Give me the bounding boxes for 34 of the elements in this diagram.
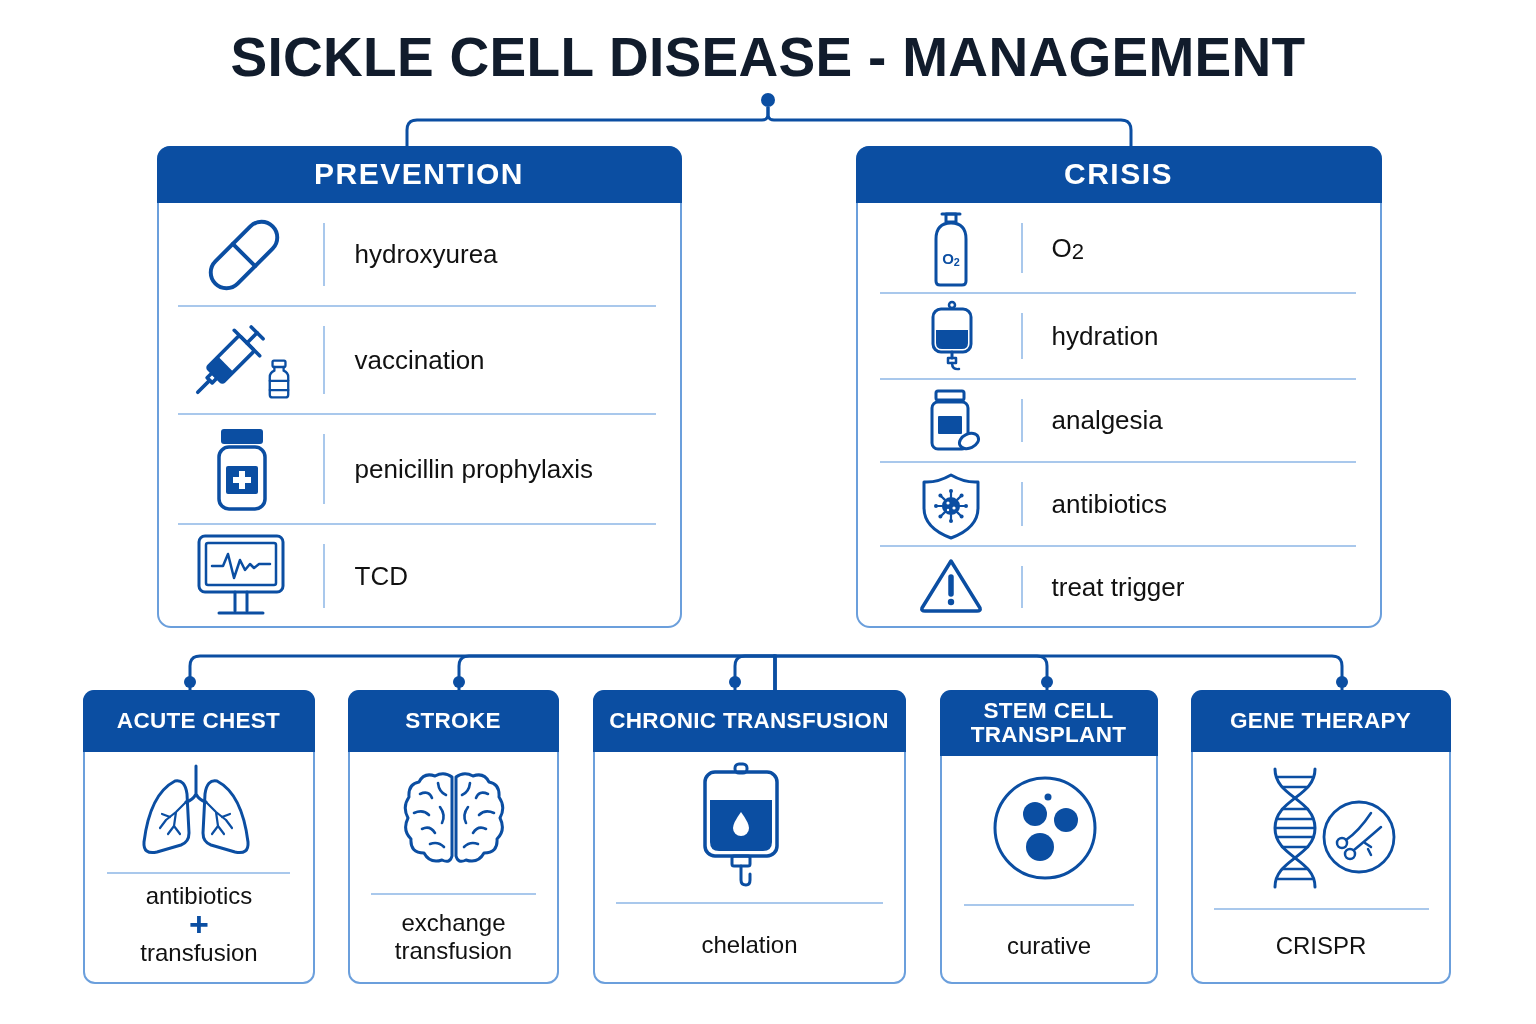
treatment-text: treat trigger [1051,570,1185,603]
treatment-text: antibiotics [1051,487,1168,520]
treatment-text: exchange transfusion [393,908,514,967]
category-panel [856,146,1382,628]
topic-card [1191,690,1451,984]
treatment-text: penicillin prophylaxis [354,452,593,485]
treatment-text: curative [1007,931,1091,960]
section-heading: CHRONIC TRANSFUSION [592,689,906,752]
connector-line [766,107,1133,146]
treatment-text: TCD [354,559,408,592]
section-heading: ACUTE CHEST [82,689,315,752]
connector-line [773,654,1348,690]
topic-card [940,690,1158,984]
junction-dot [761,93,775,107]
topic-card [593,690,906,984]
cylinder-label: O$_{2}$ [942,250,960,268]
section-heading: CRISIS [855,145,1382,203]
section-heading: STEM CELL TRANSPLANT [939,689,1158,756]
treatment-text: hydroxyurea [354,237,498,271]
treatment-text: antibiotics + transfusion [140,881,258,968]
treatment-text: analgesia [1051,403,1163,437]
category-panel [157,146,682,628]
treatment-text: hydration [1051,319,1159,352]
treatment-text: chelation [701,930,798,959]
diagram-title: SICKLE CELL DISEASE - MANAGEMENT [230,30,1306,85]
section-heading: PREVENTION [156,145,682,203]
section-heading: GENE THERAPY [1190,689,1451,752]
connector-line [729,654,775,690]
topic-card [348,690,559,984]
treatment-text: O$_{2}$ [1051,231,1085,264]
topic-card [83,690,315,984]
treatment-text: vaccination [354,343,485,376]
treatment-text: CRISPR [1275,931,1367,960]
section-heading: STROKE [347,689,559,752]
